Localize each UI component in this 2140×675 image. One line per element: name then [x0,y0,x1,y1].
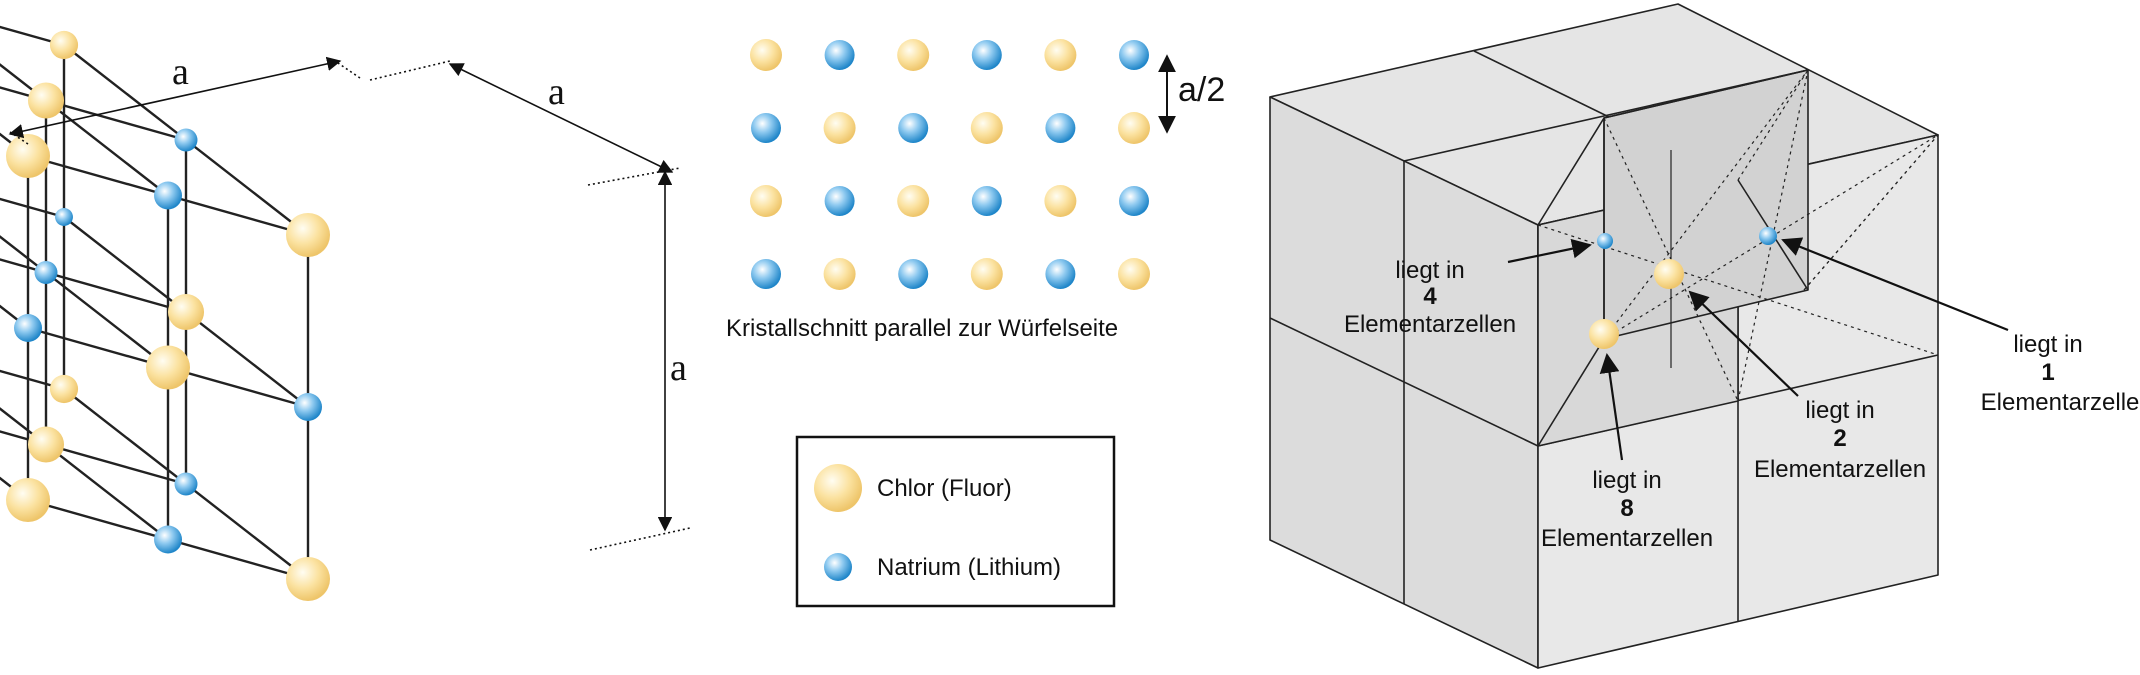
edge-label-unit-cells: Elementarzellen [1344,311,1516,338]
section-chlorine-ion [750,39,782,71]
center-sodium-ion [1759,227,1777,245]
section-chlorine-ion [897,185,930,217]
nacl-unit-cell [0,25,330,601]
section-sodium-ion [751,113,781,143]
sodium-ion [294,393,322,421]
edge-label-lies-in: liegt in [1395,257,1464,284]
chlorine-ion [167,293,205,331]
section-chlorine-ion [823,112,856,144]
sodium-ion [55,208,73,226]
sodium-ion [154,181,182,210]
corner-label-unit-cells: Elementarzellen [1541,525,1713,552]
sodium-ion [174,472,198,496]
chlorine-ion [49,30,79,60]
section-sodium-ion [824,186,855,216]
annotation-face: liegt in 2 Elementarzellen [1754,397,1926,483]
sodium-ion [174,128,198,152]
corner-chlorine-ion [1589,319,1619,349]
section-sodium-ion [971,186,1002,216]
corner-label-count: 8 [1620,495,1633,522]
annotation-edge: liegt in 4 Elementarzellen [1344,257,1516,338]
half-dimension-marker: a/2 [1158,54,1225,134]
section-sodium-ion [824,40,855,70]
section-sodium-ion [898,259,929,289]
section-chlorine-ion [823,258,856,290]
legend-sodium-label: Natrium (Lithium) [877,554,1061,581]
sodium-ion [14,314,42,342]
center-label-lies-in: liegt in [2013,331,2082,358]
section-caption: Kristallschnitt parallel zur Würfelseite [726,315,1118,342]
depth-arrow [448,63,674,173]
chlorine-ion [286,557,330,601]
annotation-corner: liegt in 8 Elementarzellen [1541,467,1713,552]
section-sodium-ion [898,113,929,143]
sodium-ion [154,525,182,554]
section-sodium-ion [751,259,781,289]
chlorine-ion [27,426,65,463]
dimension-label-height: a [670,347,687,389]
section-sodium-ion [971,40,1002,70]
section-sodium-ion [1119,40,1149,70]
annotation-arrows [1507,237,2009,461]
edge-sodium-ion [1597,233,1613,249]
legend: Chlor (Fluor) Natrium (Lithium) [795,435,1116,608]
chlorine-ion [286,213,330,257]
section-chlorine-ion [970,258,1003,290]
section-sodium-ion [1045,259,1076,289]
dimension-label-front: a [172,51,189,93]
chlorine-ion [49,374,79,404]
section-sodium-ion [1119,186,1149,216]
legend-box [795,435,1116,608]
chlorine-ion [146,345,190,390]
sodium-ion [34,261,58,284]
dimension-label-depth: a [548,71,565,113]
section-chlorine-ion [1118,112,1150,144]
section-chlorine-ion [1044,185,1077,217]
chlorine-ion [6,134,50,178]
center-label-count: 1 [2041,359,2054,386]
section-chlorine-ion [897,39,930,71]
half-dimension-label: a/2 [1178,71,1225,109]
legend-chlorine-swatch [814,464,862,512]
face-chlorine-ion [1654,259,1684,289]
chlorine-ion [6,478,50,522]
legend-sodium-swatch [824,553,852,581]
dimension-lines [8,56,691,551]
corner-label-lies-in: liegt in [1592,467,1661,494]
section-chlorine-ion [1044,39,1077,71]
annotation-center: liegt in 1 Elementarzelle [1981,331,2140,416]
face-label-lies-in: liegt in [1805,397,1874,424]
legend-chlorine-label: Chlor (Fluor) [877,475,1012,502]
section-sodium-ion [1045,113,1076,143]
section-chlorine-ion [1118,258,1150,290]
face-label-unit-cells: Elementarzellen [1754,456,1926,483]
chlorine-ion [27,82,65,119]
face-label-count: 2 [1833,425,1846,452]
front-width-arrow [8,56,342,139]
section-chlorine-ion [750,185,782,217]
section-chlorine-ion [970,112,1003,144]
crystal-section-grid [750,39,1150,290]
center-label-unit-cell: Elementarzelle [1981,389,2140,416]
edge-label-count: 4 [1423,283,1437,310]
